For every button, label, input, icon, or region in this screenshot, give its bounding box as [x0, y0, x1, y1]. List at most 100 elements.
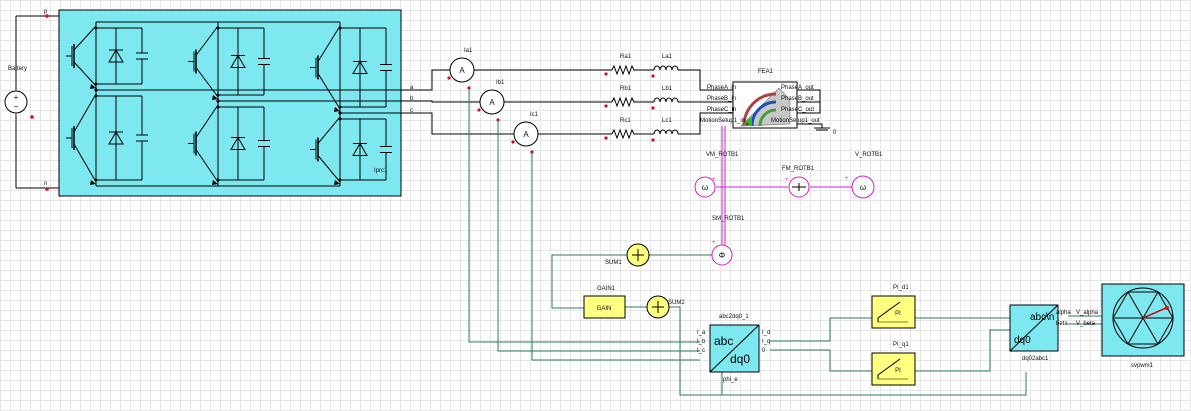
port-phi: phi_e [723, 377, 738, 383]
svg-text:−: − [14, 102, 19, 111]
svg-text:PI: PI [895, 311, 901, 317]
svg-text:GAIN: GAIN [597, 306, 612, 312]
svg-text:ω: ω [702, 183, 708, 192]
port-iq: I_q [762, 339, 770, 345]
pi-q-label: PI_q1 [893, 342, 909, 348]
mechanical-wires [716, 126, 852, 245]
svg-text:A: A [489, 98, 495, 107]
out-a-label: a [410, 85, 414, 91]
fea-in-a: PhaseA_in [707, 85, 736, 91]
svg-text:+: + [845, 176, 849, 182]
svg-text:PI: PI [895, 368, 901, 374]
svpwm-block[interactable] [1101, 283, 1185, 357]
svg-text:dq0: dq0 [730, 352, 750, 366]
svpwm-label: svpwm1 [1131, 363, 1154, 369]
ammeter-c[interactable]: A [511, 121, 539, 154]
resistor-c[interactable] [604, 128, 636, 140]
resistor-a-label: Ra1 [620, 54, 632, 60]
resistor-c-label: Rc1 [620, 118, 631, 124]
node-n-label: n [44, 181, 47, 187]
vs-label: V_ROTB1 [855, 152, 883, 158]
fea-out-b: PhaseB_out [781, 96, 814, 102]
pi-d-label: PI_d1 [893, 285, 909, 291]
bridge-label: Iprc1 [374, 168, 388, 174]
fea-block[interactable] [732, 81, 798, 129]
battery-label: Battery [8, 66, 27, 72]
ammeter-b[interactable]: A [477, 89, 505, 122]
fea-out-m: MotionSetup1_out [771, 118, 820, 124]
port-ia: I_a [697, 330, 706, 336]
ammeter-a-label: Ia1 [464, 48, 473, 54]
port-id: I_d [762, 330, 770, 336]
angle-meter-sm[interactable]: Φ + [711, 240, 733, 266]
igbt-switches [66, 25, 392, 185]
igbt-cell-5 [310, 25, 392, 112]
control-wires [468, 90, 1102, 396]
fea-in-b: PhaseB_in [707, 96, 736, 102]
abc2dq0-label: abc2dq0_1 [719, 314, 749, 320]
port-ic: I_c [697, 348, 705, 354]
out-c-label: c [410, 108, 413, 114]
inductor-c[interactable] [651, 129, 679, 142]
sum2-block[interactable] [646, 295, 670, 319]
svg-text:+: + [785, 177, 789, 183]
fea-name-label: FEA1 [758, 69, 774, 75]
inductor-a[interactable] [651, 65, 679, 78]
beta-label: beta [1056, 321, 1068, 327]
torque-meter-fm[interactable]: + [785, 176, 810, 198]
ammeter-c-label: Ic1 [530, 112, 539, 118]
inductor-b[interactable] [651, 97, 679, 110]
svg-text:ω: ω [860, 183, 866, 192]
resistor-a[interactable] [604, 64, 636, 76]
vbeta-label: V_beta [1076, 321, 1096, 327]
sm-label: SM_ROTB1 [712, 216, 745, 222]
resistor-b-label: Rb1 [620, 86, 632, 92]
igbt-cell-6 [310, 116, 392, 185]
pi-q-block[interactable]: PI [871, 352, 916, 386]
svg-text:A: A [459, 66, 465, 75]
gain-label: GAIN1 [597, 286, 616, 292]
ammeter-a[interactable]: A [447, 57, 475, 90]
fea-in-c: PhaseC_in [707, 107, 736, 113]
out-b-label: b [410, 96, 414, 102]
fea-ground-label: 0 [833, 130, 837, 136]
dq02abc-block[interactable]: abc\n dq0 [1009, 304, 1059, 352]
fea-out-a: PhaseA_out [781, 85, 814, 91]
speed-source-vs[interactable]: ω + [845, 175, 875, 199]
fea-out-c: PhaseC_out [781, 107, 814, 113]
node-p-label: p [44, 9, 48, 15]
resistor-b[interactable] [604, 96, 636, 108]
svg-text:+: + [712, 240, 716, 246]
svg-text:+: + [14, 93, 19, 102]
fm-label: FM_ROTB1 [782, 166, 815, 172]
hexagon-vector-icon [1112, 287, 1174, 349]
svg-text:+: + [712, 177, 716, 183]
abc2dq0-block[interactable]: abc dq0 [709, 324, 760, 373]
fea-in-m: MotionSetup1_in [700, 118, 745, 124]
pi-d-block[interactable]: PI [871, 295, 916, 329]
svg-text:abc\n: abc\n [1030, 312, 1054, 323]
inductor-b-label: Lb1 [662, 86, 673, 92]
sum1-label: SUM1 [605, 260, 622, 266]
igbt-cell-4 [188, 104, 270, 185]
inductor-a-label: La1 [662, 54, 673, 60]
port-0: 0 [762, 348, 766, 354]
gain-block[interactable]: GAIN [583, 295, 626, 319]
phase-wires [401, 69, 830, 135]
alpha-label: alpha [1056, 310, 1071, 316]
battery-source[interactable]: + − [4, 14, 59, 191]
igbt-cell-2 [66, 93, 148, 185]
motor-cross-section-icon [740, 87, 791, 127]
sum2-label: SUM2 [668, 300, 685, 306]
inverter-bridge[interactable] [58, 9, 402, 197]
vm-label: VM_ROTB1 [706, 152, 739, 158]
dq02abc-label: dq02abc1 [1022, 356, 1049, 362]
svg-text:abc: abc [714, 334, 733, 348]
speed-meter-vm[interactable]: ω + [694, 176, 716, 198]
svg-text:A: A [523, 130, 529, 139]
sum1-block[interactable] [626, 243, 650, 267]
svg-text:Φ: Φ [719, 251, 725, 260]
igbt-cell-1 [66, 25, 148, 89]
svg-text:dq0: dq0 [1014, 335, 1031, 346]
